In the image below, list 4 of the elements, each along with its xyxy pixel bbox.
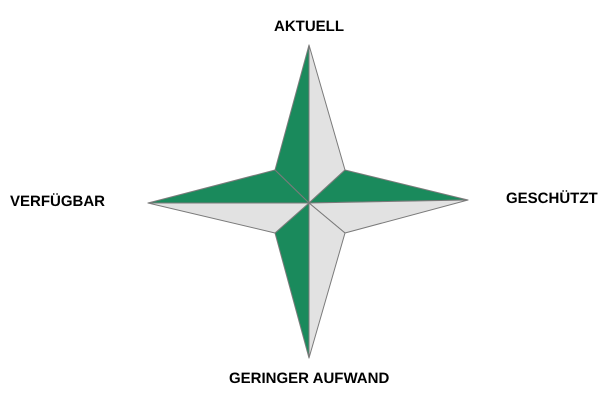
axis-label: VERFÜGBAR [10, 193, 106, 210]
axis-label: GERINGER AUFWAND [229, 370, 390, 387]
axis-label: GESCHÜTZT [506, 190, 598, 207]
axis-label: AKTUELL [274, 18, 344, 35]
